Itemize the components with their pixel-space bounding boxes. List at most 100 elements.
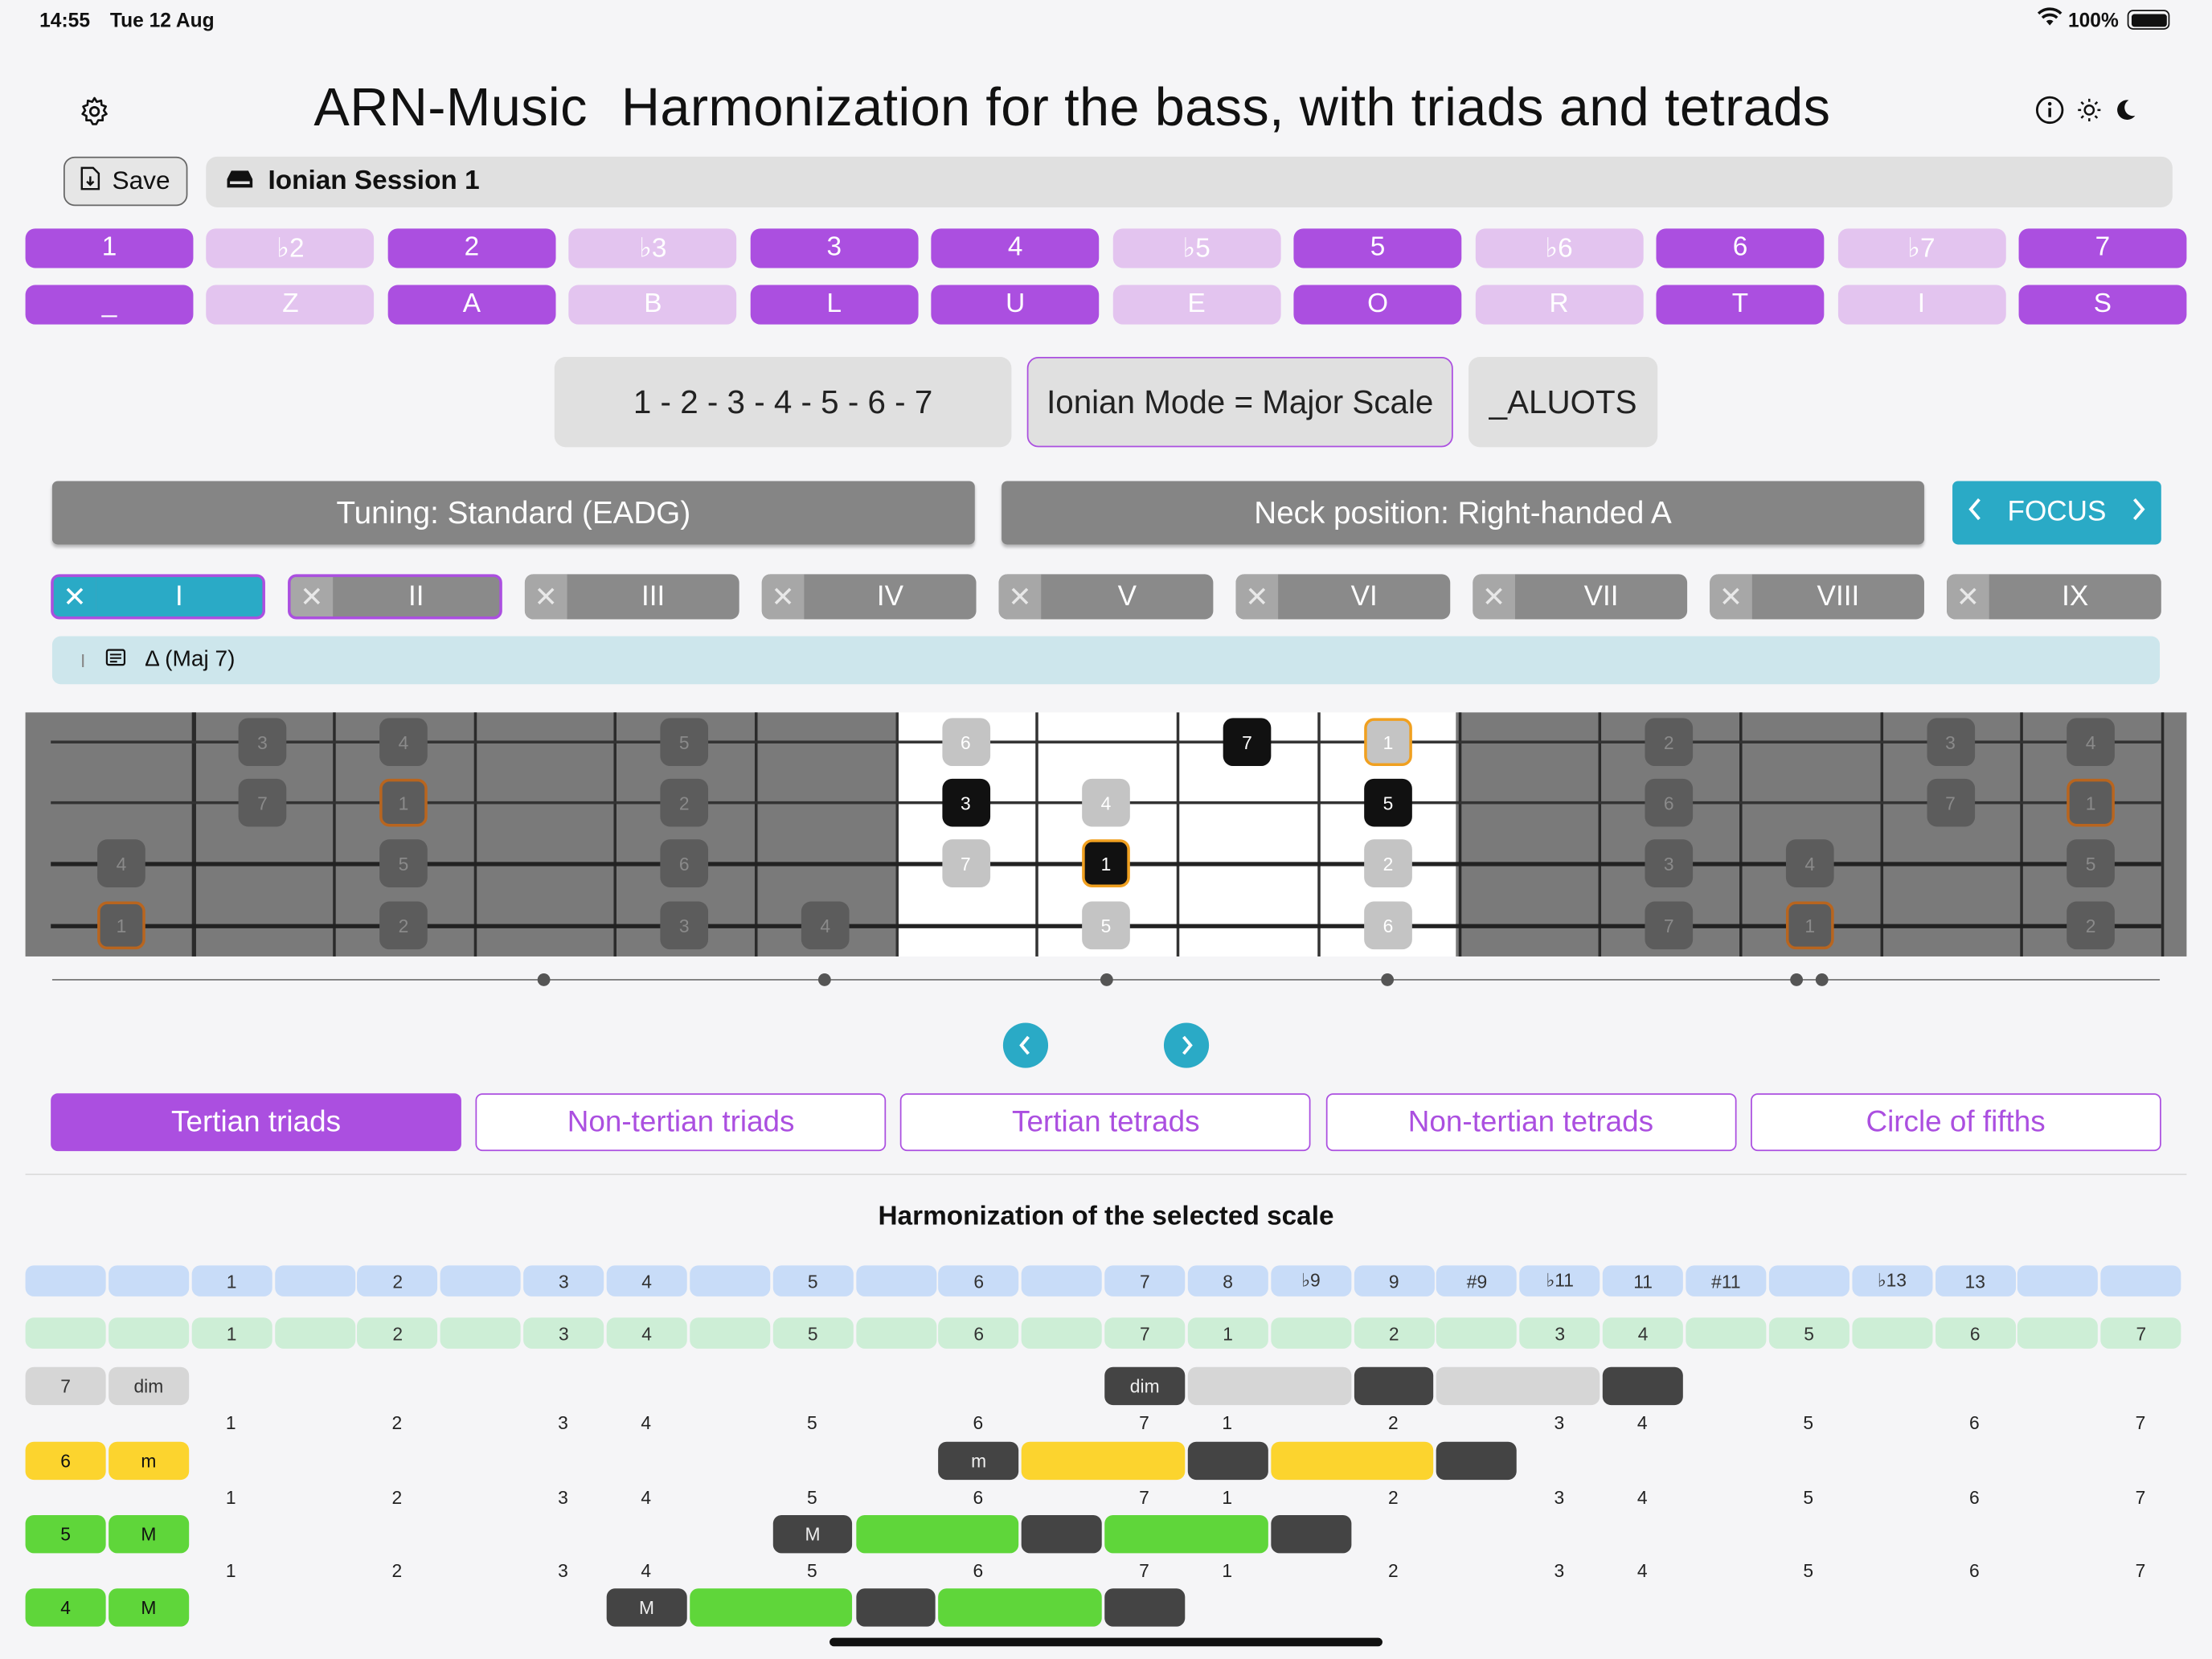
scale-code-button[interactable]: _ALUOTS (1469, 357, 1658, 448)
chord-quality-badge[interactable]: M (108, 1588, 189, 1627)
chord-degree-badge[interactable]: 4 (25, 1588, 106, 1627)
position-close-icon[interactable]: ✕ (290, 576, 334, 616)
next-chord-button[interactable] (1163, 1022, 1210, 1068)
fretboard-note[interactable]: 4 (97, 839, 145, 887)
fretboard-note[interactable]: 2 (379, 901, 428, 950)
settings-gear-icon[interactable] (78, 95, 112, 129)
tab-tertian-triads[interactable]: Tertian triads (51, 1093, 461, 1152)
position-close-icon[interactable]: ✕ (1947, 574, 1989, 620)
letter-toggle-10[interactable]: I (1837, 285, 2005, 325)
degree-toggle-3[interactable]: ♭3 (568, 228, 737, 268)
chord-degree-badge[interactable]: 6 (25, 1441, 106, 1481)
position-close-icon[interactable]: ✕ (1473, 574, 1515, 620)
position-close-icon[interactable]: ✕ (524, 574, 567, 620)
degree-toggle-0[interactable]: 1 (25, 228, 194, 268)
letter-toggle-5[interactable]: U (931, 285, 1100, 325)
fretboard-note[interactable]: 2 (660, 778, 709, 827)
letter-toggle-9[interactable]: T (1656, 285, 1825, 325)
letter-toggle-4[interactable]: L (750, 285, 919, 325)
degree-toggle-5[interactable]: 4 (931, 228, 1100, 268)
position-tab-IX[interactable]: ✕IX (1947, 574, 2161, 620)
position-tab-II[interactable]: ✕II (288, 574, 502, 620)
fretboard-note[interactable]: 2 (2067, 901, 2115, 950)
info-icon[interactable] (2034, 95, 2066, 126)
tab-non-tertian-triads[interactable]: Non-tertian triads (475, 1093, 887, 1152)
position-tab-IV[interactable]: ✕IV (761, 574, 977, 620)
position-tab-VI[interactable]: ✕VI (1235, 574, 1451, 620)
previous-chord-button[interactable] (1002, 1022, 1049, 1068)
fretboard-note[interactable]: 1 (1785, 901, 1834, 950)
letter-toggle-11[interactable]: S (2018, 285, 2187, 325)
fretboard-note[interactable]: 1 (2067, 778, 2115, 827)
focus-next-chevron-icon[interactable] (2130, 496, 2147, 530)
degree-toggle-7[interactable]: 5 (1293, 228, 1462, 268)
save-button[interactable]: Save (63, 156, 188, 207)
position-close-icon[interactable]: ✕ (53, 576, 96, 616)
chord-quality-badge[interactable]: M (108, 1514, 189, 1554)
fretboard-note[interactable]: 2 (1645, 718, 1694, 767)
position-tab-I[interactable]: ✕I (51, 574, 265, 620)
scale-mode-button[interactable]: Ionian Mode = Major Scale (1026, 357, 1453, 448)
degree-toggle-10[interactable]: ♭7 (1837, 228, 2005, 268)
position-tab-V[interactable]: ✕V (998, 574, 1214, 620)
fretboard-note[interactable]: 3 (941, 778, 990, 827)
chord-degree-badge[interactable]: 7 (25, 1366, 106, 1406)
fretboard-note[interactable]: 4 (1082, 778, 1130, 827)
neck-position-selector[interactable]: Neck position: Right-handed A (1002, 481, 1924, 545)
degree-toggle-4[interactable]: 3 (750, 228, 919, 268)
letter-toggle-6[interactable]: E (1112, 285, 1281, 325)
position-close-icon[interactable]: ✕ (998, 574, 1042, 620)
fretboard-note[interactable]: 5 (379, 839, 428, 887)
position-close-icon[interactable]: ✕ (761, 574, 805, 620)
fretboard-note[interactable]: 1 (1364, 718, 1412, 767)
position-tab-III[interactable]: ✕III (524, 574, 739, 620)
fretboard-note[interactable]: 5 (1364, 778, 1412, 827)
fretboard-note[interactable]: 6 (1645, 778, 1694, 827)
fretboard-note[interactable]: 3 (238, 718, 287, 767)
degree-toggle-2[interactable]: 2 (387, 228, 556, 268)
letter-toggle-3[interactable]: B (568, 285, 737, 325)
fretboard-note[interactable]: 3 (660, 901, 709, 950)
fretboard-note[interactable]: 2 (1364, 839, 1412, 887)
tab-circle-of-fifths[interactable]: Circle of fifths (1750, 1093, 2161, 1152)
fretboard-note[interactable]: 6 (941, 718, 990, 767)
letter-toggle-1[interactable]: Z (207, 285, 375, 325)
position-tab-VIII[interactable]: ✕VIII (1710, 574, 1924, 620)
chord-quality-badge[interactable]: m (108, 1441, 189, 1481)
fretboard-note[interactable]: 7 (1645, 901, 1694, 950)
fretboard-note[interactable]: 4 (1785, 839, 1834, 887)
tuning-selector[interactable]: Tuning: Standard (EADG) (51, 481, 975, 545)
letter-toggle-7[interactable]: O (1293, 285, 1462, 325)
tab-tertian-tetrads[interactable]: Tertian tetrads (900, 1093, 1312, 1152)
letter-toggle-0[interactable]: _ (25, 285, 194, 325)
focus-control[interactable]: FOCUS (1952, 481, 2161, 545)
fretboard-note[interactable]: 4 (379, 718, 428, 767)
degree-toggle-1[interactable]: ♭2 (207, 228, 375, 268)
focus-prev-chevron-icon[interactable] (1967, 496, 1984, 530)
scale-formula-button[interactable]: 1 - 2 - 3 - 4 - 5 - 6 - 7 (554, 357, 1012, 448)
degree-toggle-6[interactable]: ♭5 (1112, 228, 1281, 268)
position-close-icon[interactable]: ✕ (1710, 574, 1752, 620)
fretboard-note[interactable]: 1 (1082, 839, 1130, 887)
fretboard-note[interactable]: 6 (660, 839, 709, 887)
fretboard-note[interactable]: 5 (660, 718, 709, 767)
chord-quality-badge[interactable]: dim (108, 1366, 189, 1406)
position-tab-VII[interactable]: ✕VII (1473, 574, 1688, 620)
fretboard-note[interactable]: 3 (1926, 718, 1975, 767)
fretboard-note[interactable]: 6 (1364, 901, 1412, 950)
fretboard-note[interactable]: 3 (1645, 839, 1694, 887)
tab-non-tertian-tetrads[interactable]: Non-tertian tetrads (1325, 1093, 1736, 1152)
degree-toggle-11[interactable]: 7 (2018, 228, 2187, 268)
fretboard-note[interactable]: 4 (2067, 718, 2115, 767)
fretboard-note[interactable]: 5 (1082, 901, 1130, 950)
session-selector[interactable]: Ionian Session 1 (206, 156, 2173, 207)
dark-mode-moon-icon[interactable] (2115, 97, 2137, 123)
fretboard-note[interactable]: 1 (97, 901, 145, 950)
position-close-icon[interactable]: ✕ (1235, 574, 1279, 620)
degree-toggle-9[interactable]: 6 (1656, 228, 1825, 268)
fretboard-note[interactable]: 7 (941, 839, 990, 887)
fretboard-note[interactable]: 1 (379, 778, 428, 827)
fretboard-note[interactable]: 4 (801, 901, 850, 950)
letter-toggle-8[interactable]: R (1475, 285, 1643, 325)
